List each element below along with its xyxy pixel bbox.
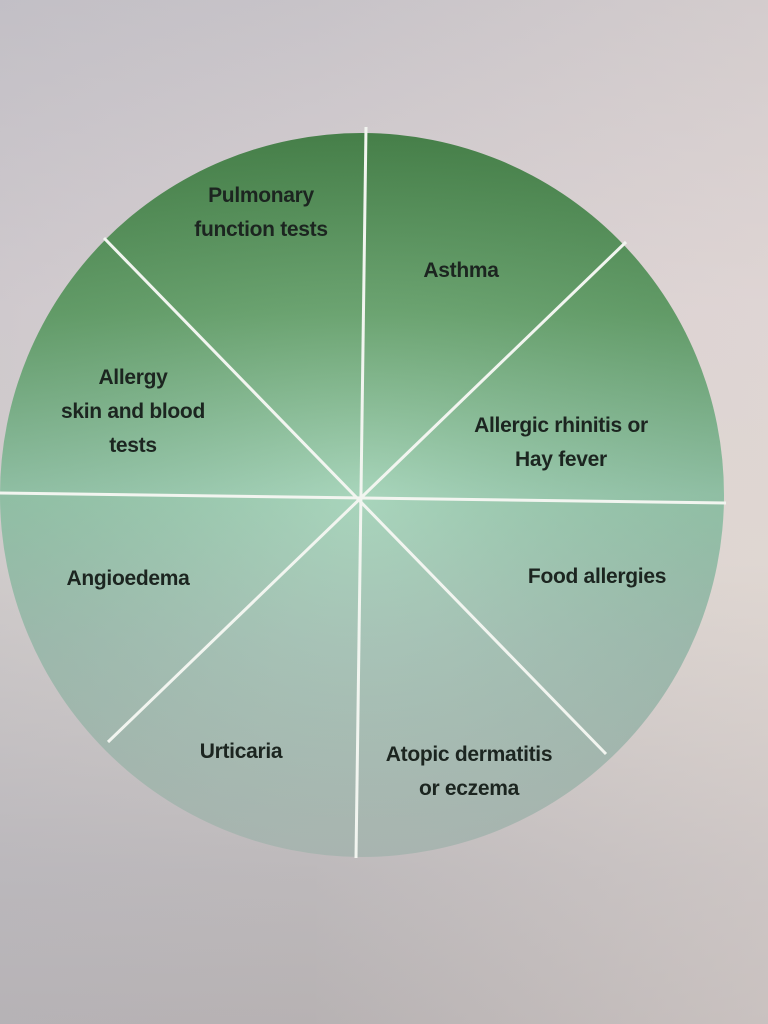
- segment-label-atopic-dermatitis: Atopic dermatitis or eczema: [385, 743, 553, 800]
- segment-label-food-allergies: Food allergies: [527, 565, 667, 588]
- segment-label-asthma: Asthma: [423, 259, 499, 282]
- segment-dividers: [0, 126, 727, 859]
- segment-label-urticaria: Urticaria: [199, 740, 283, 763]
- segment-label-allergic-rhinitis: Allergic rhinitis or Hay fever: [474, 414, 648, 471]
- divider-horizontal: [0, 491, 727, 505]
- divider-diagonal-ne-sw: [106, 240, 628, 744]
- segment-label-angioedema: Angioedema: [66, 567, 190, 590]
- divider-vertical: [354, 126, 368, 859]
- segment-label-allergy-tests: Allergy skin and blood tests: [61, 366, 205, 457]
- segment-label-pulmonary-function-tests: Pulmonary function tests: [194, 184, 328, 241]
- divider-diagonal-nw-se: [102, 236, 608, 756]
